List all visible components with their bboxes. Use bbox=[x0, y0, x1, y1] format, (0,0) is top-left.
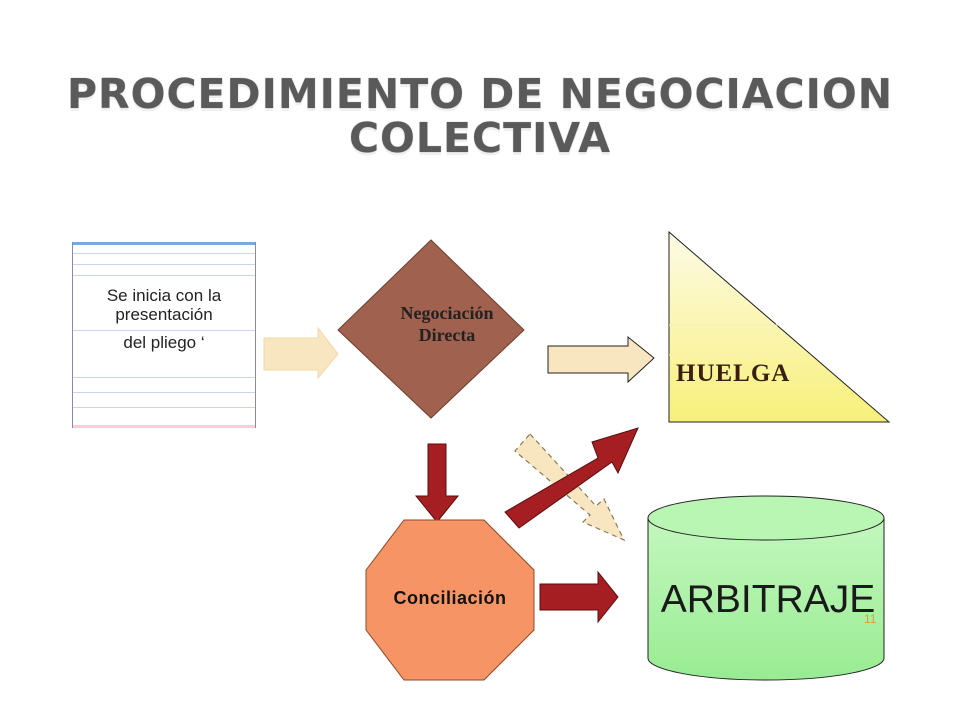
start-note-line-2: presentación bbox=[115, 305, 213, 324]
title-line-2: COLECTIVA bbox=[348, 114, 612, 162]
page-title: PROCEDIMIENTO DE NEGOCIACION COLECTIVA bbox=[0, 72, 960, 160]
conciliacion-octagon bbox=[365, 519, 535, 681]
note-rule bbox=[73, 264, 255, 265]
arrow-conciliacion-to-huelga bbox=[504, 427, 639, 529]
note-rule bbox=[73, 407, 255, 408]
negociacion-label-line-1: Negociación bbox=[400, 303, 494, 323]
negociacion-label: Negociación Directa bbox=[362, 302, 532, 346]
arbitraje-cylinder bbox=[647, 495, 885, 681]
conciliacion-label: Conciliación bbox=[393, 588, 507, 608]
negociacion-label-line-2: Directa bbox=[418, 325, 476, 345]
note-rule bbox=[73, 392, 255, 393]
arrow-to-conciliacion bbox=[414, 443, 460, 523]
negociacion-diamond bbox=[337, 239, 525, 419]
arrow-to-huelga bbox=[547, 335, 655, 384]
note-rule bbox=[73, 275, 255, 276]
arbitraje-label: ARBITRAJE bbox=[660, 578, 876, 621]
huelga-label: HUELGA bbox=[676, 360, 791, 387]
note-top-bar bbox=[73, 242, 255, 245]
start-note-line-3: del pliego ‘ bbox=[123, 333, 205, 352]
start-note-box: Se inicia con la presentación del pliego… bbox=[72, 242, 256, 428]
start-note-text: Se inicia con la presentación del pliego… bbox=[73, 286, 255, 352]
arrow-conciliacion-to-arbitraje bbox=[539, 570, 619, 624]
title-line-1: PROCEDIMIENTO DE NEGOCIACION bbox=[66, 70, 894, 118]
huelga-triangle bbox=[668, 230, 891, 423]
page-number: 11 bbox=[864, 612, 877, 626]
start-note-line-1: Se inicia con la bbox=[106, 286, 222, 305]
note-rule bbox=[73, 253, 255, 254]
note-rule bbox=[73, 377, 255, 378]
note-bottom-bar bbox=[73, 425, 255, 428]
arrow-to-negociacion bbox=[263, 326, 339, 380]
note-rule bbox=[73, 330, 255, 331]
